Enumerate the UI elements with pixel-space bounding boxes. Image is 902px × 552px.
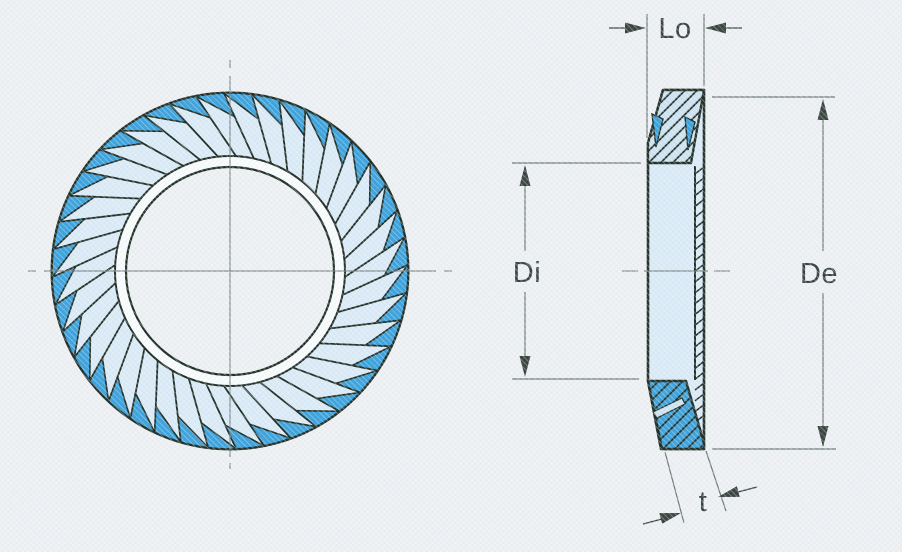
dim-t: [642, 450, 758, 525]
dim-arrow: [519, 165, 531, 186]
dim-de: [712, 96, 836, 450]
dim-arrow: [718, 486, 740, 497]
centerlines: [28, 60, 730, 469]
dim-arrow: [817, 99, 829, 120]
dim-arrow: [625, 22, 646, 34]
dim-arrow: [705, 22, 726, 34]
dim-lo: [609, 14, 742, 138]
dimension-labels: Lo Di De t: [513, 13, 838, 518]
section-tooth: [684, 115, 696, 151]
dim-arrow: [519, 356, 531, 377]
dim-label-di: Di: [513, 257, 541, 289]
side-view-section: [646, 88, 706, 451]
dim-label-t: t: [699, 486, 708, 518]
serration-teeth: [51, 92, 409, 450]
top-section: [646, 88, 706, 165]
dimension-lines: [512, 14, 836, 525]
dim-di: [512, 162, 641, 380]
section-tooth: [651, 112, 664, 148]
edge-serrations: [694, 166, 705, 423]
front-view: [50, 91, 410, 451]
bottom-section: [646, 379, 706, 451]
dim-arrow: [659, 513, 681, 524]
dim-arrow: [817, 426, 829, 447]
section-tooth-gap: [652, 397, 686, 419]
dim-label-lo: Lo: [658, 13, 691, 45]
dim-label-de: De: [800, 258, 838, 290]
